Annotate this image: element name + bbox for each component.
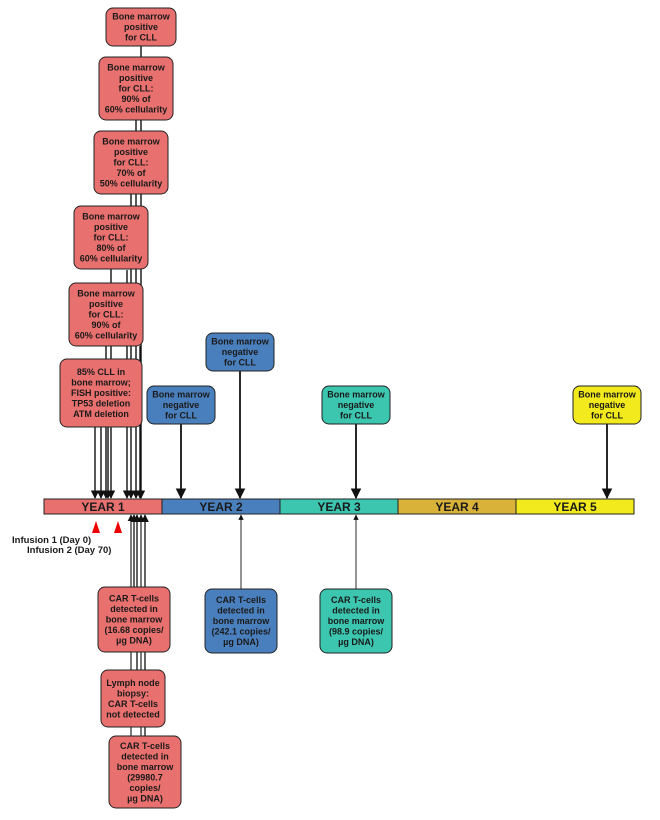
event-text-line: (242.1 copies/ <box>211 627 271 637</box>
year-label: YEAR 4 <box>435 500 479 514</box>
event-text-line: positive <box>124 22 158 32</box>
event-text-line: for CLL <box>125 33 157 43</box>
event-text-line: Bone marrow <box>82 212 141 222</box>
event-text-line: CAR T-cells <box>108 699 158 709</box>
event-text-line: for CLL: <box>114 158 149 168</box>
event-text-line: 60% cellularity <box>105 105 168 115</box>
event-text-line: Bone marrow <box>107 63 166 73</box>
event-text-line: negative <box>222 347 259 357</box>
event-text-line: for CLL <box>165 411 197 421</box>
event-text-line: positive <box>89 299 123 309</box>
event-text-line: negative <box>338 400 375 410</box>
event-text-line: CAR T-cells <box>216 595 266 605</box>
infusion-label: Infusion 1 (Day 0) <box>12 535 91 546</box>
year-segment-3: YEAR 3 <box>279 498 399 515</box>
event-text-line: bone marrow <box>117 762 175 772</box>
event-text-line: µg DNA) <box>116 636 152 646</box>
infusion-marker-icon <box>92 521 100 533</box>
event-text-line: positive <box>114 147 148 157</box>
event-text-line: detected in <box>110 604 158 614</box>
event-text-line: µg DNA) <box>127 793 163 803</box>
year-segment-2: YEAR 2 <box>161 498 281 515</box>
year-segment-1: YEAR 1 <box>43 498 163 515</box>
timeline-bar: YEAR 1 YEAR 2 YEAR 3 YEAR 4 YEAR 5 <box>43 498 635 515</box>
event-text-line: bone marrow <box>106 615 164 625</box>
event-text-line: 60% cellularity <box>75 331 138 341</box>
event-text-line: 70% of <box>116 168 146 178</box>
event-text-line: bone marrow <box>328 616 386 626</box>
event-text-line: bone marrow; <box>71 378 131 388</box>
infusion-label: Infusion 2 (Day 70) <box>27 545 111 556</box>
event-text-line: Bone marrow <box>77 289 136 299</box>
event-text-line: µg DNA) <box>338 637 374 647</box>
year-segment-5: YEAR 5 <box>515 498 635 515</box>
infusion-markers: Infusion 1 (Day 0)Infusion 2 (Day 70) <box>12 521 122 556</box>
event-text-line: copies/ <box>129 783 161 793</box>
year-label: YEAR 1 <box>81 500 125 514</box>
event-text-line: 85% CLL in <box>77 367 125 377</box>
event-text-line: ATM deletion <box>73 409 129 419</box>
event-text-line: detected in <box>217 606 265 616</box>
event-text-line: for CLL: <box>94 233 129 243</box>
event-text-line: CAR T-cells <box>331 595 381 605</box>
event-text-line: (98.9 copies/ <box>329 627 384 637</box>
event-text-line: Bone marrow <box>112 12 171 22</box>
event-text-line: positive <box>119 73 153 83</box>
year-label: YEAR 5 <box>553 500 597 514</box>
event-text-line: CAR T-cells <box>120 741 170 751</box>
infusion-marker-icon <box>114 521 122 533</box>
event-text-line: Bone marrow <box>152 390 211 400</box>
event-text-line: FISH positive: <box>71 388 131 398</box>
event-text-line: negative <box>589 400 626 410</box>
event-text-line: (16.68 copies/ <box>104 625 164 635</box>
event-text-line: µg DNA) <box>223 637 259 647</box>
year-segment-4: YEAR 4 <box>397 498 517 515</box>
event-text-line: for CLL: <box>89 310 124 320</box>
event-text-line: 50% cellularity <box>100 179 163 189</box>
event-text-line: 80% of <box>96 243 126 253</box>
event-text-line: positive <box>94 222 128 232</box>
event-text-line: biopsy: <box>117 688 149 698</box>
event-text-line: Bone marrow <box>211 337 270 347</box>
event-text-line: Bone marrow <box>102 137 161 147</box>
event-text-line: 90% of <box>91 320 121 330</box>
event-text-line: detected in <box>332 606 380 616</box>
event-text-line: not detected <box>106 709 160 719</box>
event-text-line: Lymph node <box>106 678 159 688</box>
year-label: YEAR 2 <box>199 500 243 514</box>
event-text-line: 90% of <box>121 94 151 104</box>
event-text-line: for CLL <box>340 411 372 421</box>
event-text-line: (29980.7 <box>127 772 163 782</box>
event-text-line: bone marrow <box>213 616 271 626</box>
event-text-line: for CLL <box>591 411 623 421</box>
event-text-line: Bone marrow <box>578 390 637 400</box>
event-text-line: TP53 deletion <box>72 399 131 409</box>
event-text-line: detected in <box>121 751 169 761</box>
event-text-line: Bone marrow <box>327 390 386 400</box>
event-text-line: 60% cellularity <box>80 254 143 264</box>
event-text-line: for CLL <box>224 358 256 368</box>
event-text-line: for CLL: <box>119 84 154 94</box>
year-label: YEAR 3 <box>317 500 361 514</box>
event-text-line: CAR T-cells <box>109 594 159 604</box>
event-text-line: negative <box>163 400 200 410</box>
